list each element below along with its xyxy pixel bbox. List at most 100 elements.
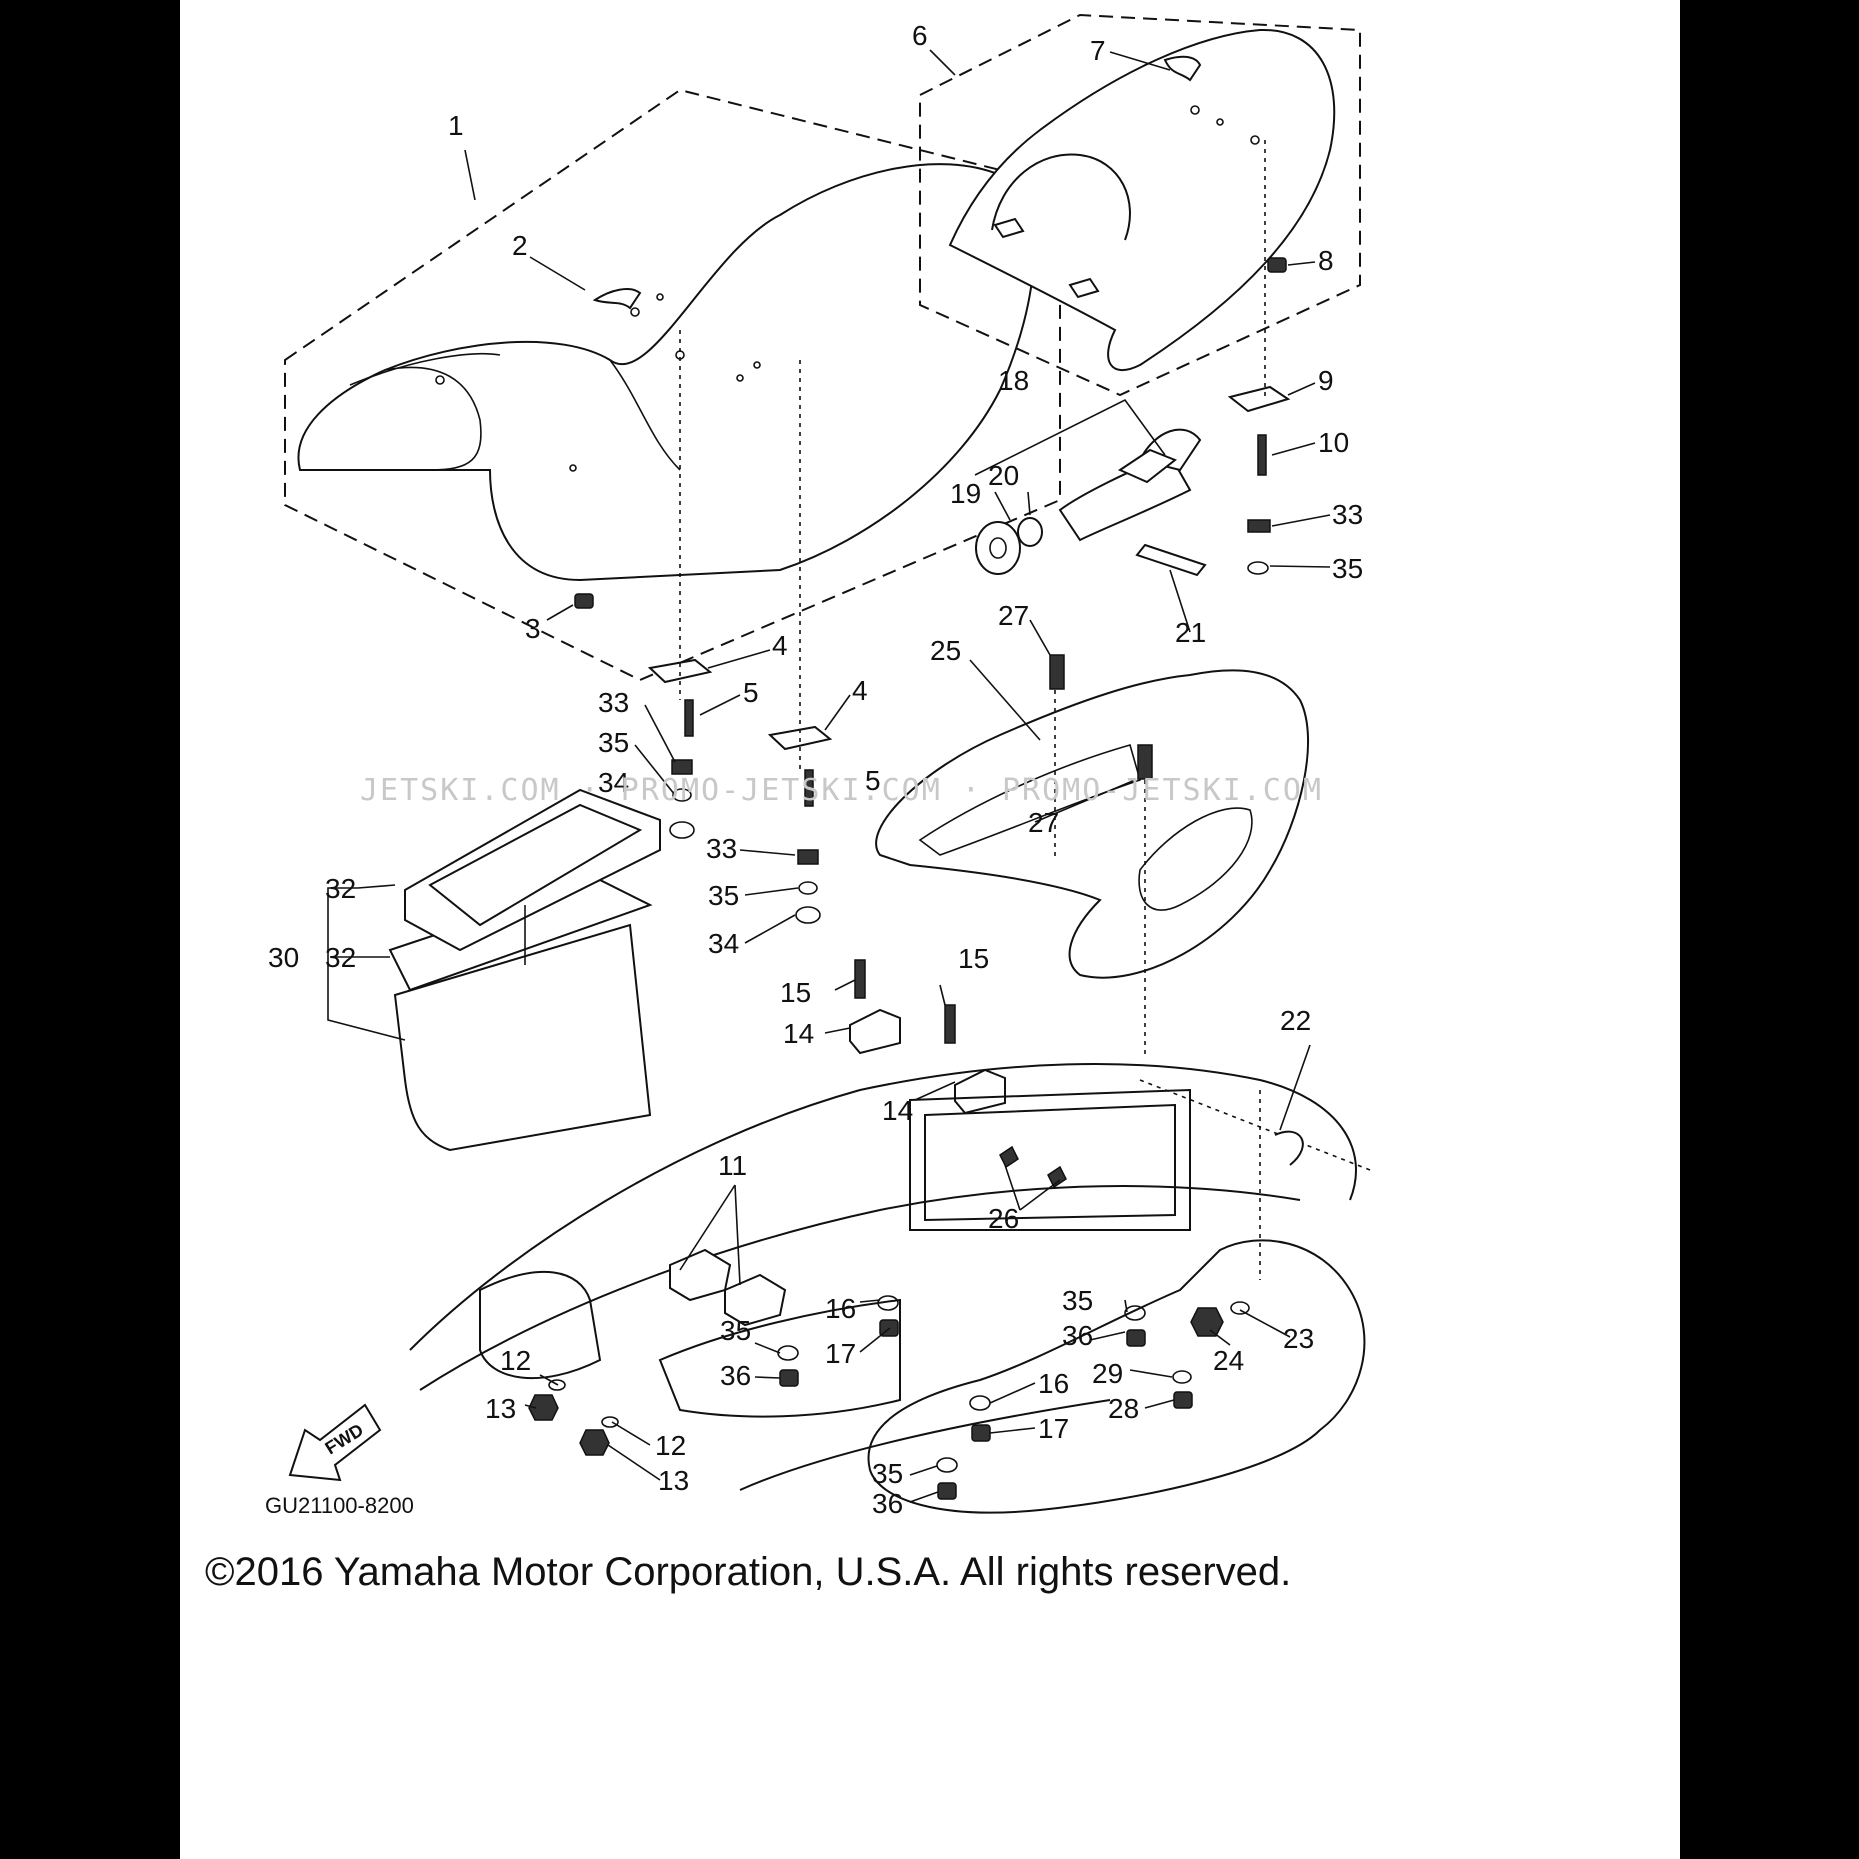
nut-13-left — [528, 1394, 559, 1421]
callout: 15 — [958, 943, 989, 974]
hull-deck — [409, 1062, 1371, 1514]
bolt-27-right — [1137, 744, 1153, 780]
callout: 21 — [1175, 617, 1206, 648]
callout: 19 — [950, 478, 981, 509]
callout: 24 — [1213, 1345, 1244, 1376]
seat-stopper-3 — [574, 593, 594, 609]
nut-24 — [1190, 1307, 1224, 1337]
callout: 27 — [1028, 807, 1059, 838]
pin-33-mid — [797, 849, 819, 865]
hose-22 — [1274, 1130, 1304, 1166]
washer-35-br — [1124, 1305, 1146, 1321]
bolt-10 — [1257, 434, 1267, 476]
callout: 35 — [708, 880, 739, 911]
callout: 2 — [512, 230, 528, 261]
bolt-26-a — [999, 1145, 1019, 1169]
callout: 7 — [1090, 35, 1106, 66]
seat-assembly-6-boundary — [919, 13, 1361, 397]
callout: 1 — [448, 110, 464, 141]
washer-12-left — [548, 1379, 566, 1391]
copyright-notice: ©2016 Yamaha Motor Corporation, U.S.A. A… — [205, 1550, 1291, 1594]
rear-seat — [948, 28, 1336, 371]
callout: 36 — [720, 1360, 751, 1391]
callout: 35 — [598, 727, 629, 758]
washer-34-left — [669, 821, 695, 839]
callout: 33 — [706, 833, 737, 864]
nut-28 — [1173, 1391, 1193, 1409]
bolt-5-left — [684, 699, 694, 737]
callout: 13 — [485, 1393, 516, 1424]
washer-35-bl — [777, 1345, 799, 1361]
nut-36-br — [1126, 1329, 1146, 1347]
storage-box-30 — [388, 788, 661, 1152]
washer-35-left — [672, 788, 692, 802]
oring-20 — [1017, 517, 1043, 547]
callout-labels: 1 2 3 4 5 4 5 6 7 8 9 10 33 35 18 19 20 … — [268, 20, 1363, 1519]
pin-33-left — [671, 759, 693, 775]
bolt-27-left — [1049, 654, 1065, 690]
nut-36-bl — [779, 1369, 799, 1387]
callout: 34 — [708, 928, 739, 959]
callout: 23 — [1283, 1323, 1314, 1354]
watermark: JETSKI.COM · PROMO-JETSKI.COM · PROMO-JE… — [360, 773, 1323, 808]
washer-34-mid — [795, 906, 821, 924]
callout: 12 — [655, 1430, 686, 1461]
callout: 36 — [1062, 1320, 1093, 1351]
exploded-view-drawing: FWD — [205, 13, 1371, 1594]
callout: 14 — [783, 1018, 814, 1049]
mount-11-right — [724, 1273, 787, 1327]
seat-stopper-8 — [1267, 257, 1287, 273]
callout: 18 — [998, 365, 1029, 396]
bolt-26-b — [1047, 1165, 1067, 1189]
mount-14-left — [849, 1008, 901, 1055]
callout: 11 — [718, 1150, 747, 1181]
washer-16-right — [969, 1395, 991, 1411]
washer-12-right — [601, 1416, 619, 1428]
callout: 34 — [598, 767, 629, 798]
callout: 35 — [1332, 553, 1363, 584]
bolt-15-right — [944, 1004, 956, 1044]
callout: 32 — [325, 873, 356, 904]
callout: 8 — [1318, 245, 1334, 276]
plate-21 — [1135, 543, 1207, 577]
callout: 27 — [998, 600, 1029, 631]
washer-35-mid — [798, 881, 818, 895]
callout: 3 — [525, 613, 541, 644]
forward-arrow-icon: FWD — [288, 1403, 382, 1482]
callout: 33 — [598, 687, 629, 718]
callout: 4 — [852, 675, 868, 706]
leader-lines — [327, 49, 1331, 1503]
washer-23 — [1230, 1301, 1250, 1315]
callout: 26 — [988, 1203, 1019, 1234]
nut-13-right — [579, 1429, 610, 1456]
callout: 15 — [780, 977, 811, 1008]
callout: 16 — [825, 1293, 856, 1324]
callout: 13 — [658, 1465, 689, 1496]
storage-cover-25 — [875, 669, 1310, 979]
mount-14-right — [954, 1068, 1006, 1115]
parts-diagram-sheet: FWD — [180, 0, 1680, 1859]
bracket-4-left — [647, 658, 713, 684]
callout: 16 — [1038, 1368, 1069, 1399]
callout: 6 — [912, 20, 928, 51]
callout: 30 — [268, 942, 299, 973]
callout: 17 — [1038, 1413, 1069, 1444]
callout: 25 — [930, 635, 961, 666]
callout: 12 — [500, 1345, 531, 1376]
washer-16-left — [877, 1295, 899, 1311]
callout: 5 — [865, 765, 881, 796]
bolt-15-left — [854, 959, 866, 999]
callout: 36 — [872, 1488, 903, 1519]
bolt-5-right — [804, 769, 814, 807]
front-seat — [297, 163, 1035, 582]
part-code: GU21100-8200 — [265, 1493, 414, 1518]
nut-36-bm — [937, 1482, 957, 1500]
washer-35-bm — [936, 1457, 958, 1473]
callout: 35 — [872, 1458, 903, 1489]
seat-lock-9 — [1227, 385, 1291, 413]
callout: 9 — [1318, 365, 1334, 396]
callout: 29 — [1092, 1358, 1123, 1389]
mount-11-left — [669, 1248, 732, 1302]
callout: 17 — [825, 1338, 856, 1369]
callout: 10 — [1318, 427, 1349, 458]
